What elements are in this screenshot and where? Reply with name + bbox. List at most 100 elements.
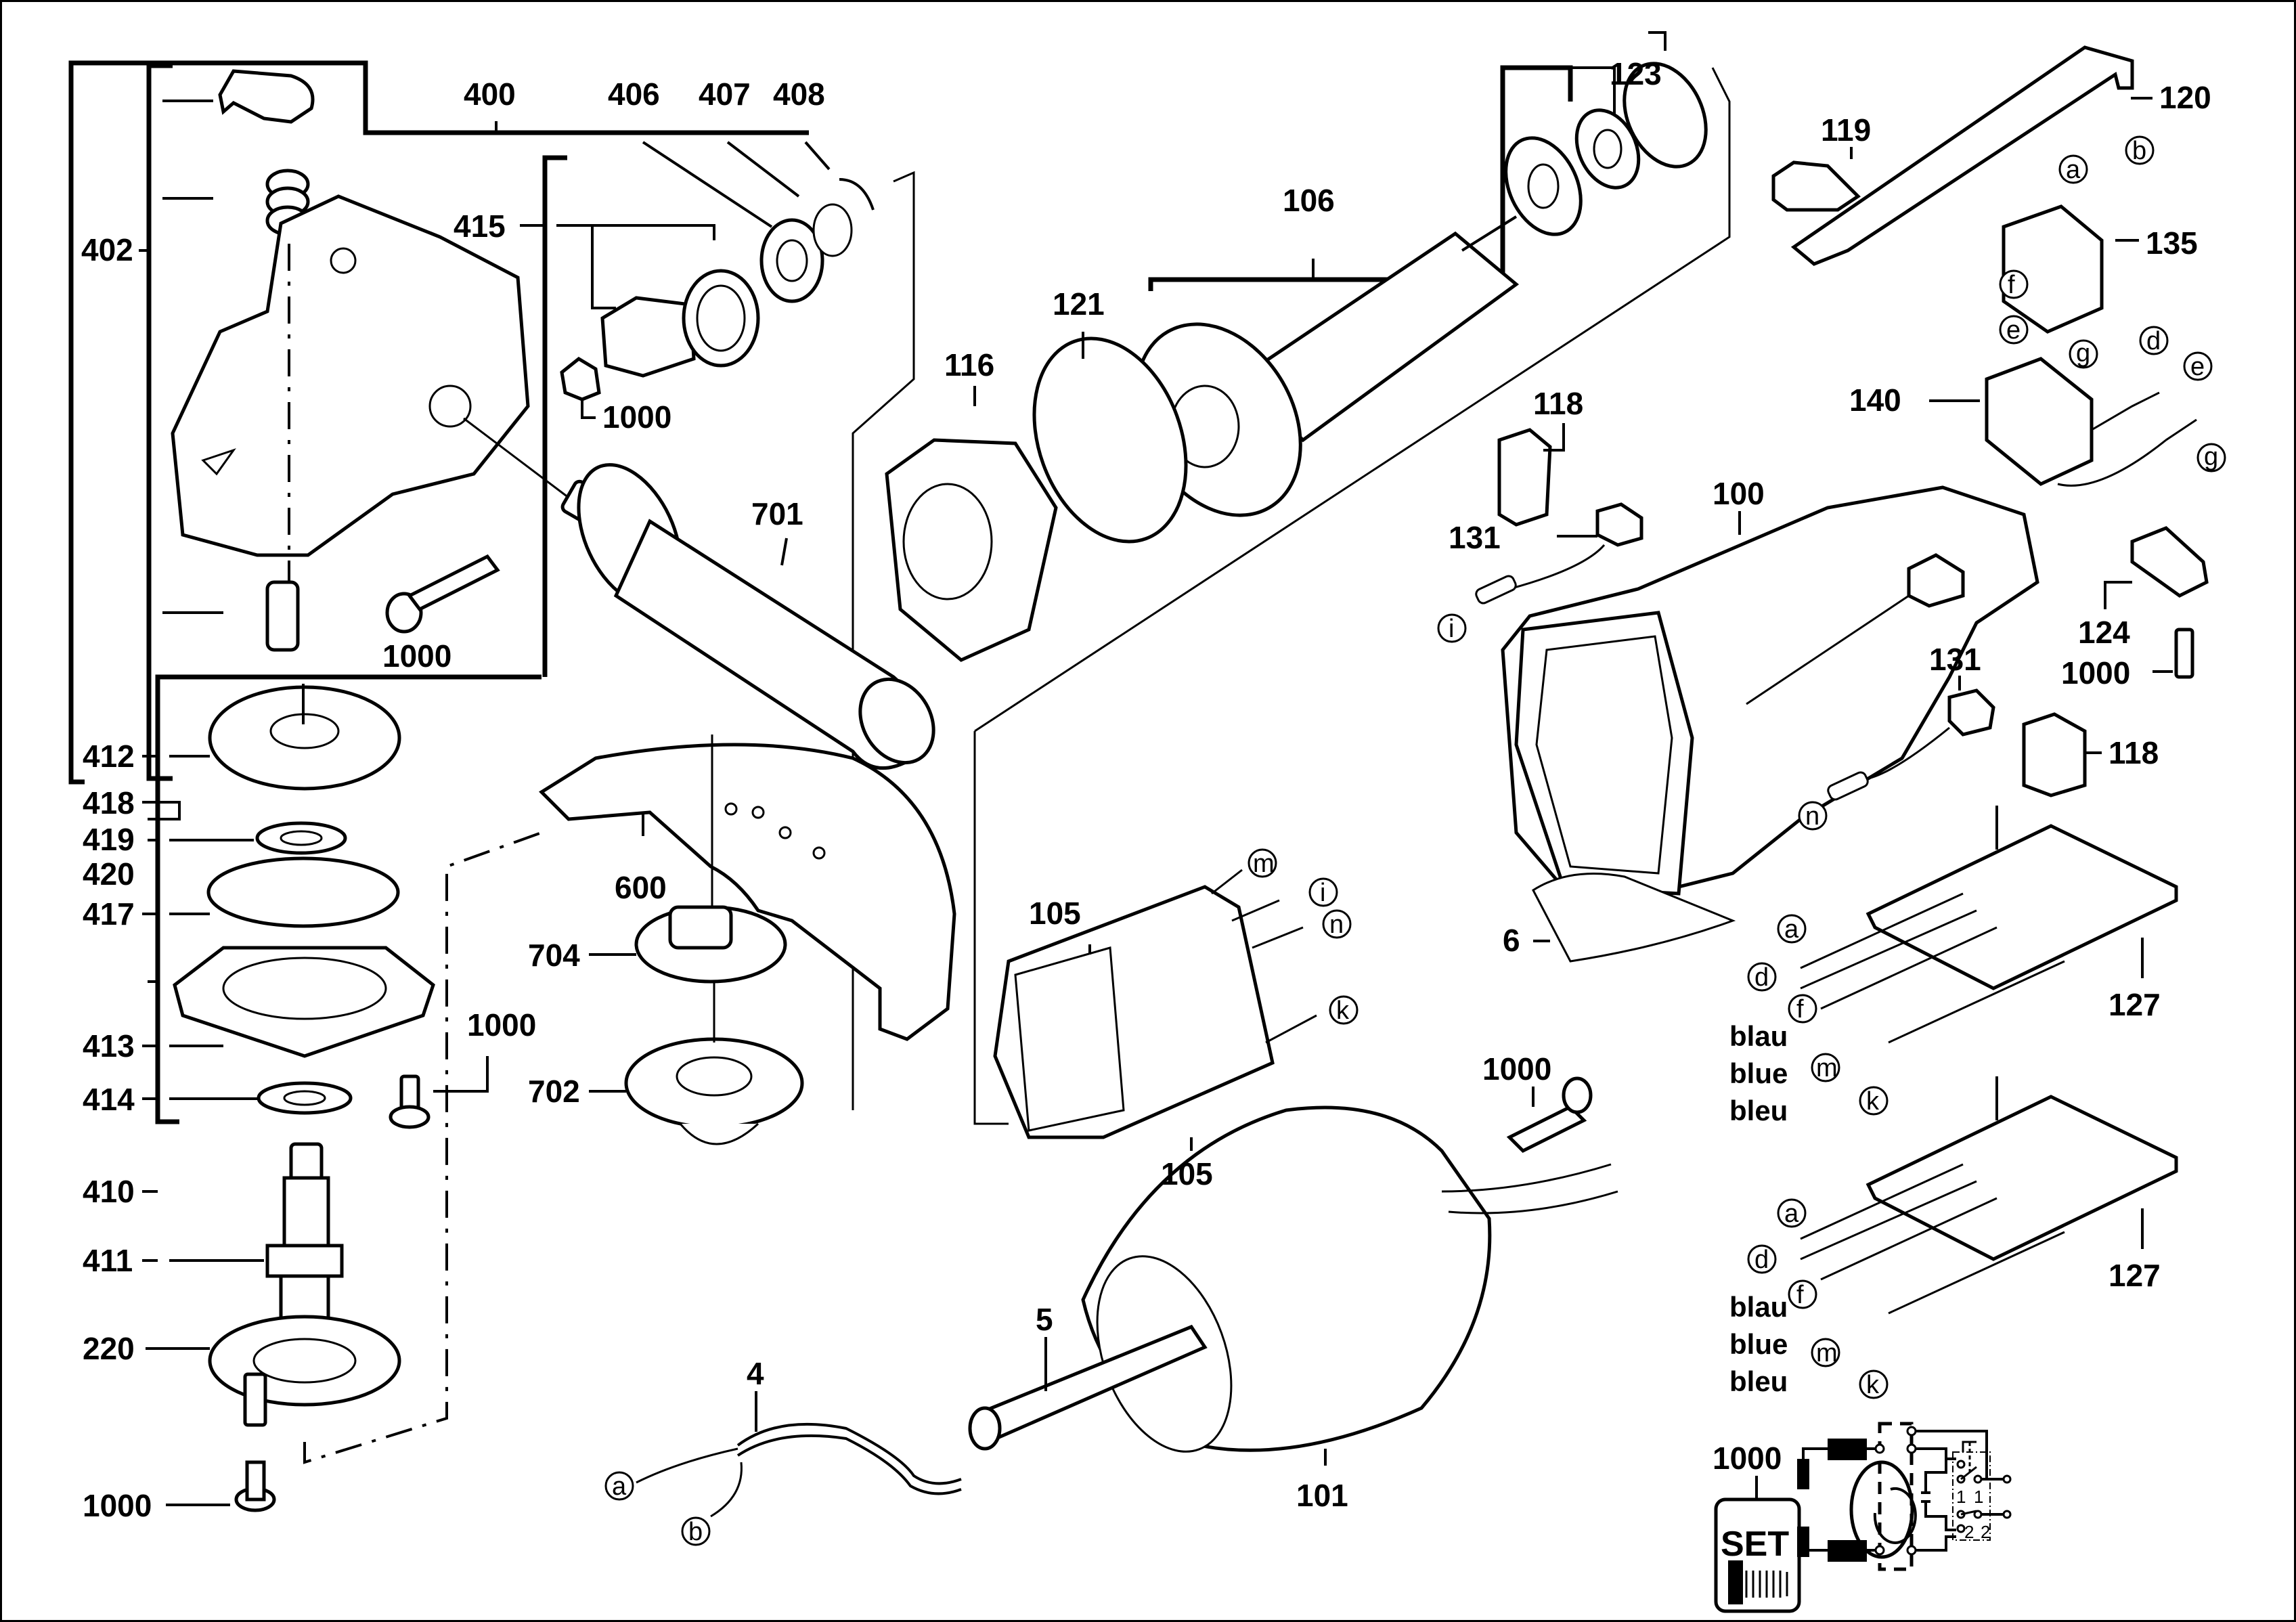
switch-135 — [2002, 204, 2139, 334]
screw-1000-plate — [389, 1056, 489, 1129]
marker-i-brush: i — [1437, 613, 1467, 643]
svg-text:g: g — [2076, 339, 2090, 368]
screw-1000-bottom — [166, 1372, 276, 1512]
callout-419: 419 — [83, 822, 135, 857]
callout-123: 123 — [1610, 56, 1662, 91]
callout-407: 407 — [699, 76, 751, 112]
plate-220 — [146, 1315, 401, 1407]
callout-118-top: 118 — [1533, 386, 1583, 421]
callout-116: 116 — [944, 347, 994, 382]
switch-rod-120 — [1790, 45, 2152, 266]
svg-text:d: d — [1754, 963, 1769, 992]
callout-220: 220 — [83, 1331, 135, 1366]
harness-127-top — [1800, 806, 2178, 1044]
callout-121: 121 — [1053, 286, 1105, 322]
callout-1000-rear: 1000 — [1482, 1051, 1551, 1087]
harness-127-bottom — [1800, 1076, 2178, 1315]
switch-button-119 — [1771, 147, 1861, 212]
svg-text:e: e — [2006, 316, 2021, 345]
marker-m-harness1: m — [1811, 1053, 1840, 1082]
svg-text:f: f — [1796, 995, 1804, 1024]
callout-6: 6 — [1503, 923, 1520, 958]
washer-419 — [255, 821, 347, 855]
group-415 — [520, 141, 915, 1110]
svg-text:blau: blau — [1729, 1020, 1788, 1052]
callout-410: 410 — [83, 1174, 135, 1209]
callout-101: 101 — [1296, 1478, 1348, 1513]
capacitor-140 — [1929, 357, 2197, 487]
callout-402: 402 — [81, 232, 133, 267]
svg-text:m: m — [1816, 1054, 1838, 1082]
svg-text:a: a — [612, 1472, 627, 1501]
marker-f-switch: f — [1999, 269, 2029, 299]
marker-d-harness2: d — [1747, 1244, 1777, 1274]
callout-412: 412 — [83, 739, 135, 774]
svg-text:bleu: bleu — [1729, 1095, 1788, 1126]
callout-119: 119 — [1821, 112, 1871, 148]
callout-100: 100 — [1713, 476, 1765, 511]
svg-text:n: n — [1805, 802, 1819, 831]
callout-413: 413 — [83, 1028, 135, 1064]
svg-text:m: m — [1253, 850, 1275, 878]
marker-f-harness2: f — [1788, 1279, 1817, 1309]
callout-135: 135 — [2146, 225, 2198, 261]
rear-housing-101 — [1081, 1105, 1618, 1466]
callout-702: 702 — [528, 1074, 580, 1109]
callout-106: 106 — [1283, 183, 1335, 218]
callout-127-bottom: 127 — [2109, 1258, 2161, 1293]
svg-text:blue: blue — [1729, 1057, 1788, 1089]
side-handle — [463, 417, 935, 770]
spindle-410 — [265, 1142, 344, 1332]
marker-a-switch: a — [2058, 154, 2088, 184]
callout-1000-screw: 1000 — [382, 638, 451, 674]
group-400-brackets — [68, 60, 809, 785]
marker-a-harness2: a — [1777, 1198, 1807, 1228]
brush-holder-118-top — [1497, 423, 1565, 527]
callout-400: 400 — [464, 76, 516, 112]
callout-127-top: 127 — [2109, 987, 2161, 1022]
marker-a-cable: a — [604, 1471, 634, 1501]
callout-1000-bottom: 1000 — [83, 1488, 152, 1523]
svg-text:2: 2 — [1981, 1522, 1990, 1542]
marker-e-capacitor: e — [2183, 351, 2213, 381]
svg-text:m: m — [1816, 1339, 1838, 1367]
housing-screw — [385, 554, 500, 634]
callout-140: 140 — [1849, 382, 1901, 418]
svg-text:k: k — [1866, 1371, 1880, 1399]
svg-text:a: a — [1784, 915, 1799, 944]
gear-housing — [171, 194, 530, 596]
svg-text:f: f — [2008, 271, 2015, 299]
bracket-124 — [2104, 526, 2209, 679]
marker-a-harness1: a — [1777, 914, 1807, 944]
screw-1000-rear — [1506, 1076, 1593, 1154]
bevel-gear-412 — [208, 684, 401, 791]
marker-d-switch: d — [2139, 326, 2169, 355]
callout-411: 411 — [83, 1243, 133, 1278]
marker-m-harness2: m — [1811, 1338, 1840, 1367]
washer-414 — [257, 1081, 353, 1115]
svg-text:a: a — [1784, 1200, 1799, 1228]
callout-418: 418 — [83, 785, 135, 820]
svg-text:k: k — [1866, 1087, 1880, 1116]
callout-118-bottom: 118 — [2109, 735, 2159, 770]
svg-text:b: b — [688, 1518, 703, 1546]
callout-406: 406 — [608, 76, 660, 112]
svg-text:e: e — [2190, 353, 2205, 381]
schematic-switch-labels: 1 1 2 2 — [1956, 1487, 1990, 1542]
marker-n-stator: n — [1322, 909, 1352, 939]
callout-131-bottom: 131 — [1929, 642, 1981, 677]
marker-k-stator: k — [1329, 995, 1359, 1025]
callout-5: 5 — [1036, 1302, 1053, 1337]
svg-text:blau: blau — [1729, 1291, 1788, 1323]
power-cable-4 — [636, 1391, 962, 1518]
svg-text:b: b — [2132, 137, 2146, 165]
callout-1000-set: 1000 — [1713, 1441, 1782, 1476]
callout-420: 420 — [83, 856, 135, 892]
color-note-bottom: blau blue bleu — [1729, 1291, 1788, 1397]
callout-408: 408 — [773, 76, 825, 112]
callout-1000-124: 1000 — [2061, 655, 2130, 691]
marker-b-cable: b — [681, 1516, 711, 1546]
marker-b-switch: b — [2125, 135, 2155, 165]
